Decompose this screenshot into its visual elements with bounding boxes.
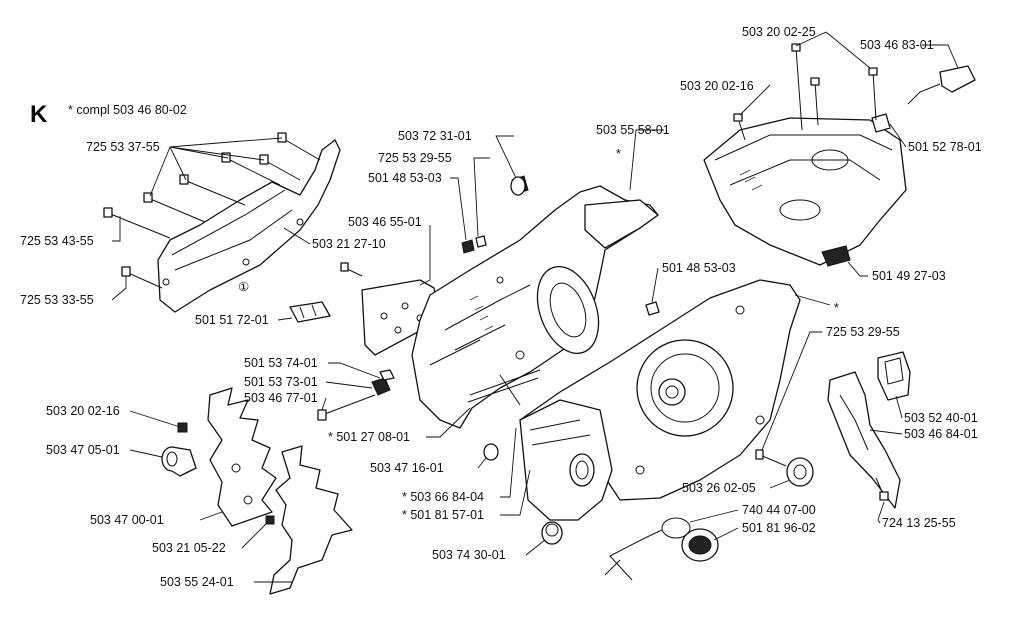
center-fasteners <box>461 175 660 316</box>
part-label-501-49-27-03: 501 49 27-03 <box>872 269 946 283</box>
part-label-503-46-77-01: 503 46 77-01 <box>244 391 318 405</box>
side-cover-assembly <box>103 132 341 313</box>
part-label-503-66-84-04: * 503 66 84-04 <box>402 490 484 504</box>
part-label-501-48-53-03-mid: 501 48 53-03 <box>662 261 736 275</box>
part-label-501-51-72-01: 501 51 72-01 <box>195 313 269 327</box>
part-label-725-53-43-55: 725 53 43-55 <box>20 234 94 248</box>
part-label-724-13-25-55: 724 13 25-55 <box>882 516 956 530</box>
oil-tank-cover <box>467 369 613 521</box>
part-label-503-74-30-01: 503 74 30-01 <box>432 548 506 562</box>
part-label-503-46-55-01: 503 46 55-01 <box>348 215 422 229</box>
part-label-725-53-29-55: 725 53 29-55 <box>378 151 452 165</box>
part-label-725-53-33-55: 725 53 33-55 <box>20 293 94 307</box>
rubber-mount-box <box>877 351 911 401</box>
part-label-725-53-29-55-right: 725 53 29-55 <box>826 325 900 339</box>
part-label-503-21-27-10: 503 21 27-10 <box>312 237 386 251</box>
part-label-503-47-00-01: 503 47 00-01 <box>90 513 164 527</box>
bumper-spike-small <box>207 387 277 527</box>
crankcase-main <box>411 185 659 429</box>
part-label-asterisk-right: * <box>834 301 839 315</box>
part-label-740-44-07-00: 740 44 07-00 <box>742 503 816 517</box>
part-number-labels: 725 53 37-55 725 53 43-55 725 53 33-55 5… <box>20 25 982 589</box>
part-label-503-46-83-01: 503 46 83-01 <box>860 38 934 52</box>
seal-ring <box>755 449 814 487</box>
part-label-503-26-02-05: 503 26 02-05 <box>682 481 756 495</box>
rubber-buffer <box>161 446 197 477</box>
part-label-725-53-37-55: 725 53 37-55 <box>86 140 160 154</box>
part-label-503-20-02-16-left: 503 20 02-16 <box>46 404 120 418</box>
chain-catcher-bolt <box>317 369 395 421</box>
circled-ref-1: ① <box>238 280 249 294</box>
section-letter: K <box>30 101 48 128</box>
part-label-501-53-73-01: 501 53 73-01 <box>244 375 318 389</box>
oil-filler-cap <box>604 517 719 581</box>
plug-small <box>483 443 499 461</box>
compl-note: * compl 503 46 80-02 <box>68 103 187 117</box>
part-label-501-27-08-01: * 501 27 08-01 <box>328 430 410 444</box>
rubber-block <box>289 301 331 323</box>
part-label-501-81-57-01: * 501 81 57-01 <box>402 508 484 522</box>
part-label-503-52-40-01: 503 52 40-01 <box>904 411 978 425</box>
part-label-asterisk-top: * <box>616 147 621 161</box>
part-label-501-48-53-03: 501 48 53-03 <box>368 171 442 185</box>
cap-503-74-30 <box>541 521 563 545</box>
part-label-503-20-02-16-top: 503 20 02-16 <box>680 79 754 93</box>
carburettor-housing <box>703 43 976 267</box>
part-label-501-53-74-01: 501 53 74-01 <box>244 356 318 370</box>
handle-guard <box>827 371 901 509</box>
bumper-spike-large <box>269 445 353 595</box>
leader-lines <box>111 31 959 583</box>
part-label-503-47-05-01: 503 47 05-01 <box>46 443 120 457</box>
part-label-503-72-31-01: 503 72 31-01 <box>398 129 472 143</box>
part-label-503-20-02-25: 503 20 02-25 <box>742 25 816 39</box>
part-label-501-52-78-01: 501 52 78-01 <box>908 140 982 154</box>
part-label-503-21-05-22: 503 21 05-22 <box>152 541 226 555</box>
part-label-503-46-84-01: 503 46 84-01 <box>904 427 978 441</box>
part-label-503-55-58-01: 503 55 58-01 <box>596 123 670 137</box>
spike-screw <box>177 422 275 525</box>
part-label-503-55-24-01: 503 55 24-01 <box>160 575 234 589</box>
part-label-503-47-16-01: 503 47 16-01 <box>370 461 444 475</box>
part-label-501-81-96-02: 501 81 96-02 <box>742 521 816 535</box>
